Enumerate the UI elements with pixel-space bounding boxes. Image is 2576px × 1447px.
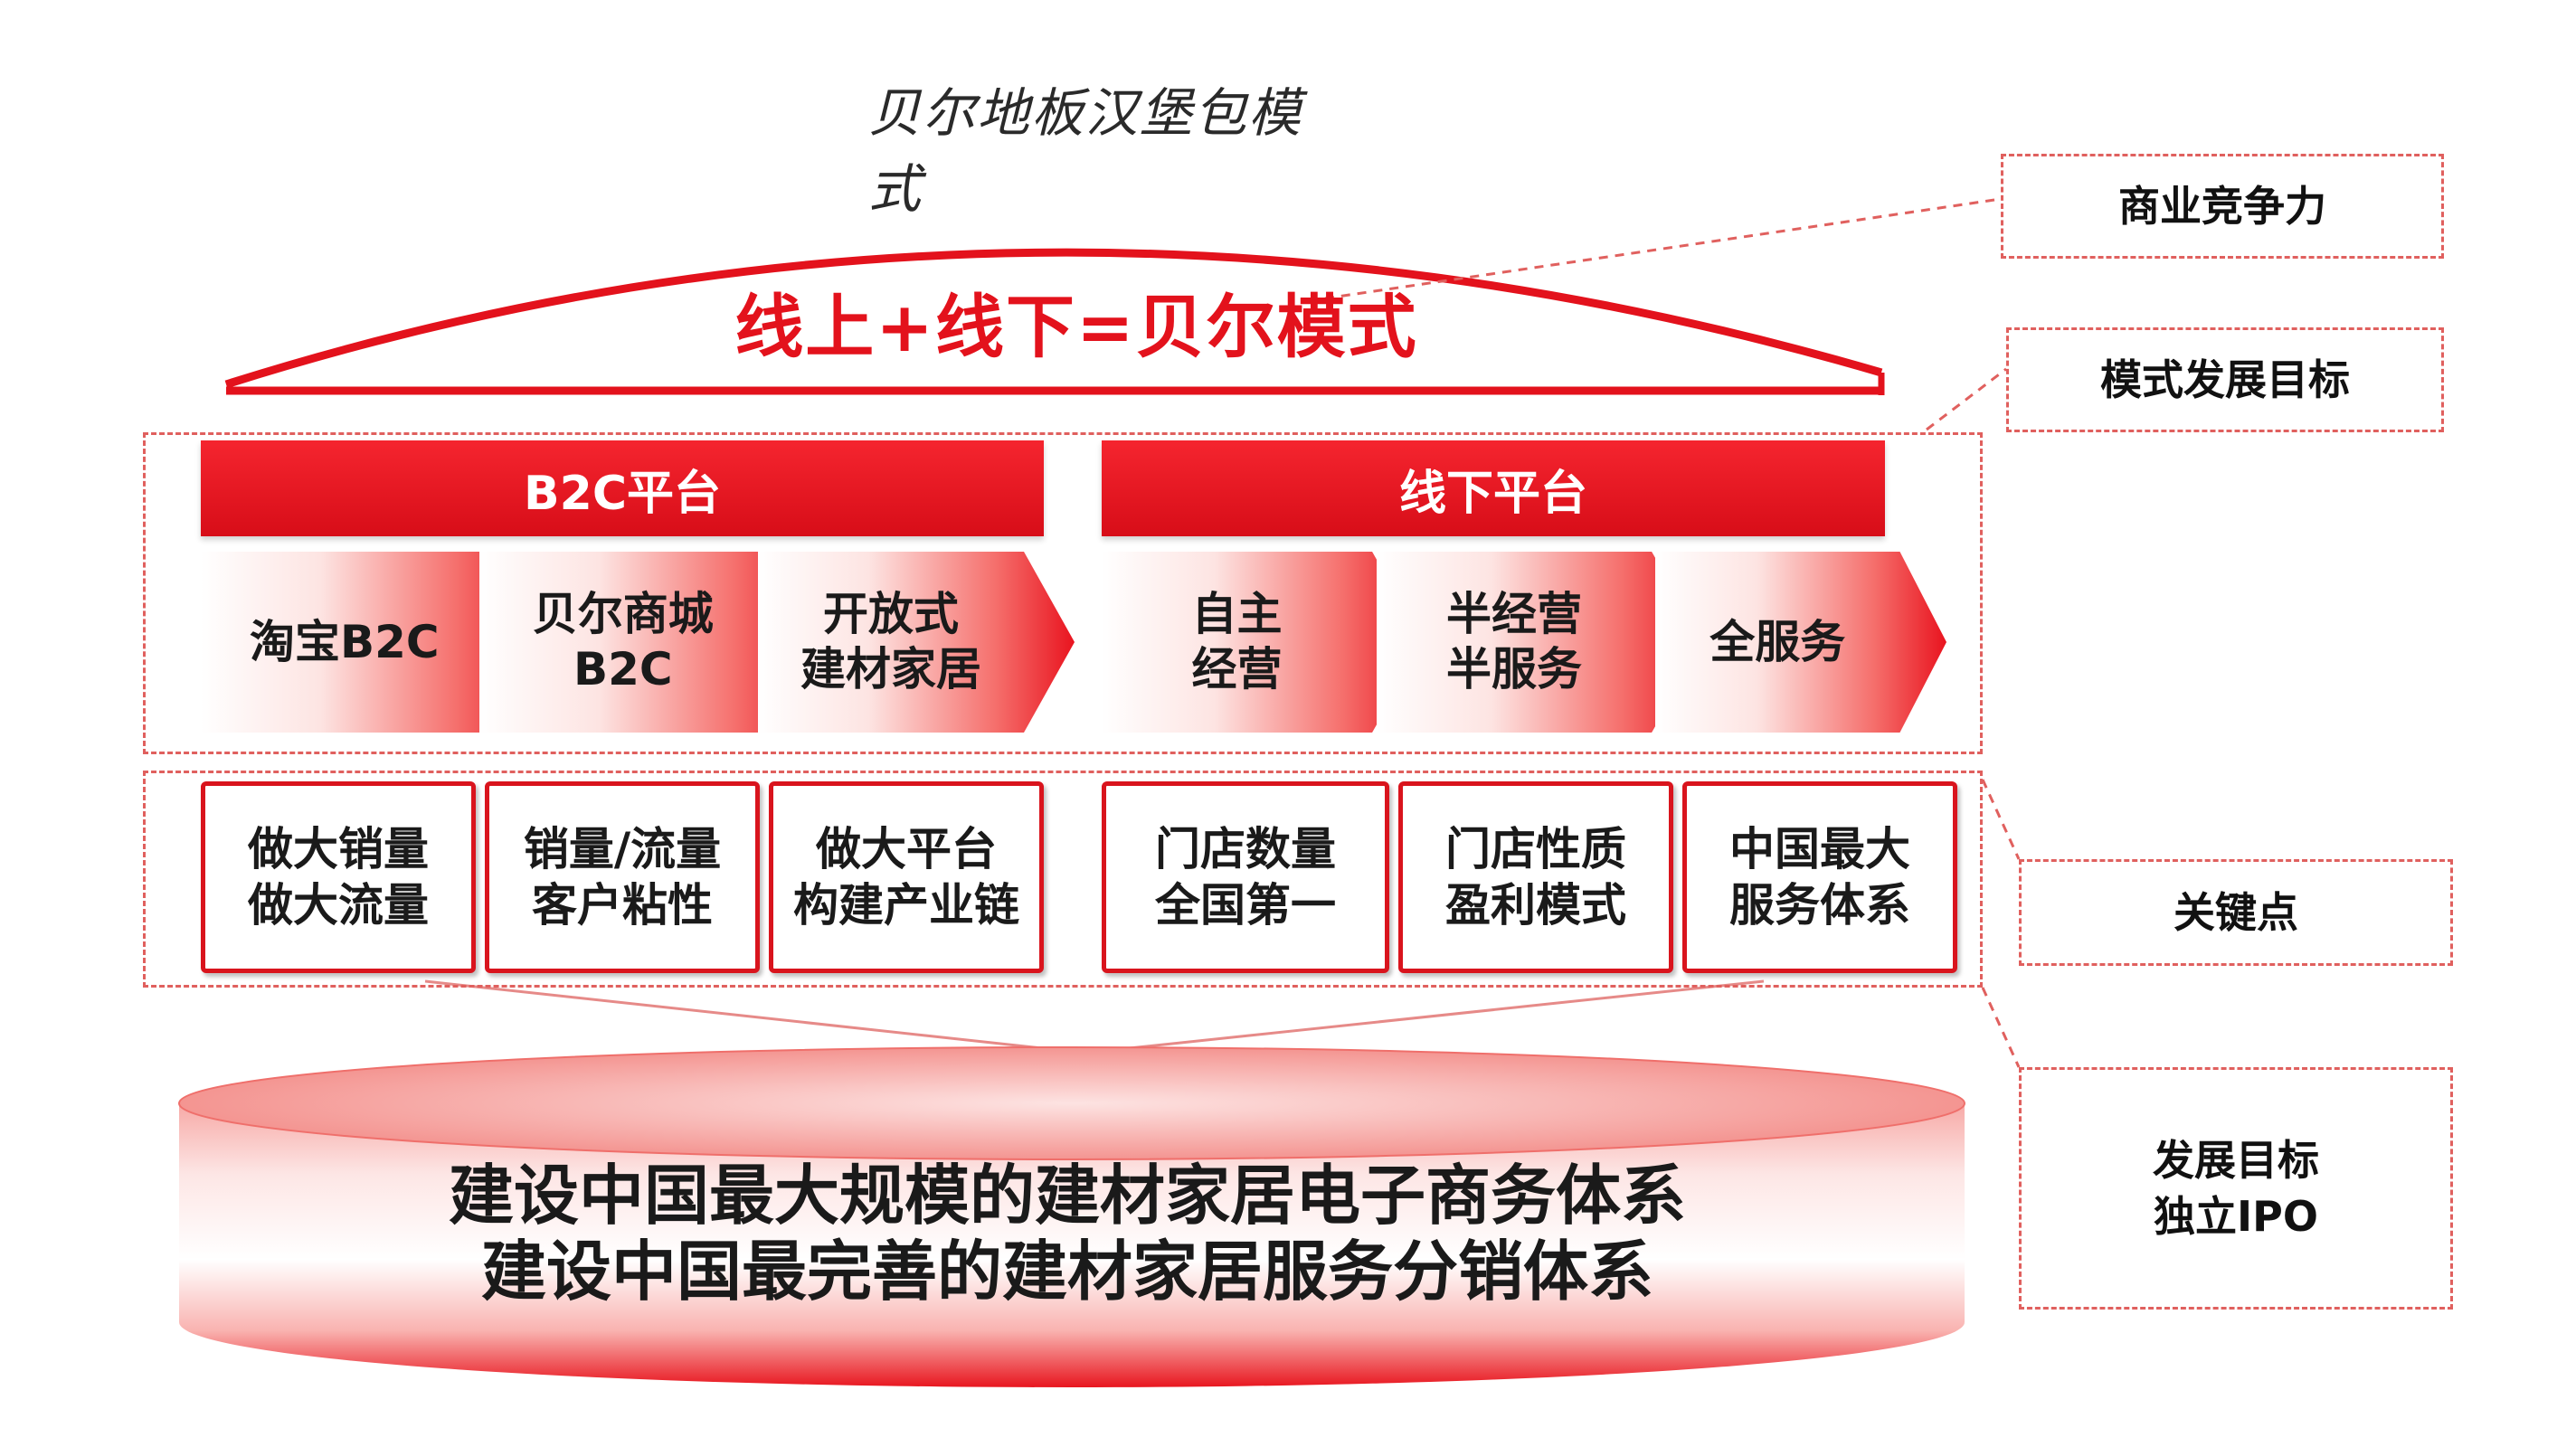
platform-offline-header: 线下平台 (1102, 440, 1885, 536)
dome-arc (224, 248, 1885, 395)
key-points-region (143, 771, 1983, 988)
key-point-box: 做大平台 构建产业链 (769, 781, 1044, 973)
online-step-open-building: 开放式 建材家居 (758, 552, 1075, 733)
offline-step-full-service: 全服务 (1655, 552, 1946, 733)
side-label-dev-goal: 发展目标 独立IPO (2019, 1067, 2453, 1310)
offline-step-label: 自主 经营 (1191, 588, 1283, 695)
connector-lines (1324, 197, 2021, 1068)
side-label-model-goal: 模式发展目标 (2006, 327, 2444, 432)
goal-cylinder (178, 1046, 1965, 1387)
goal-text: 建设中国最大规模的建材家居电子商务体系 建设中国最完善的建材家居服务分销体系 (271, 1158, 1863, 1310)
side-label-competitiveness: 商业竞争力 (2001, 154, 2444, 259)
offline-step-self-operated: 自主 经营 (1102, 552, 1424, 733)
key-point-box: 门店数量 全国第一 (1102, 781, 1389, 973)
dome-title: 线上+线下=贝尔模式 (734, 287, 1418, 367)
offline-step-semi-service: 半经营 半服务 (1377, 552, 1704, 733)
offline-step-label: 全服务 (1709, 615, 1846, 668)
key-point-box: 门店性质 盈利模式 (1398, 781, 1673, 973)
online-step-label: 贝尔商城 B2C (532, 588, 714, 695)
key-point-box: 销量/流量 客户粘性 (485, 781, 760, 973)
key-point-box: 中国最大 服务体系 (1682, 781, 1957, 973)
offline-step-label: 半经营 半服务 (1446, 588, 1583, 695)
platform-b2c-header: B2C平台 (201, 440, 1044, 536)
side-label-key-point: 关键点 (2019, 859, 2453, 966)
online-step-label: 开放式 建材家居 (800, 588, 981, 695)
goal-line-2: 建设中国最完善的建材家居服务分销体系 (480, 1234, 1653, 1310)
funnel-lines (424, 979, 1765, 1053)
goal-line-1: 建设中国最大规模的建材家居电子商务体系 (448, 1158, 1686, 1234)
online-step-label: 淘宝B2C (249, 615, 440, 668)
diagram-caption: 贝尔地板汉堡包模式 (868, 82, 1303, 220)
platform-region (143, 432, 1983, 754)
key-point-box: 做大销量 做大流量 (201, 781, 476, 973)
